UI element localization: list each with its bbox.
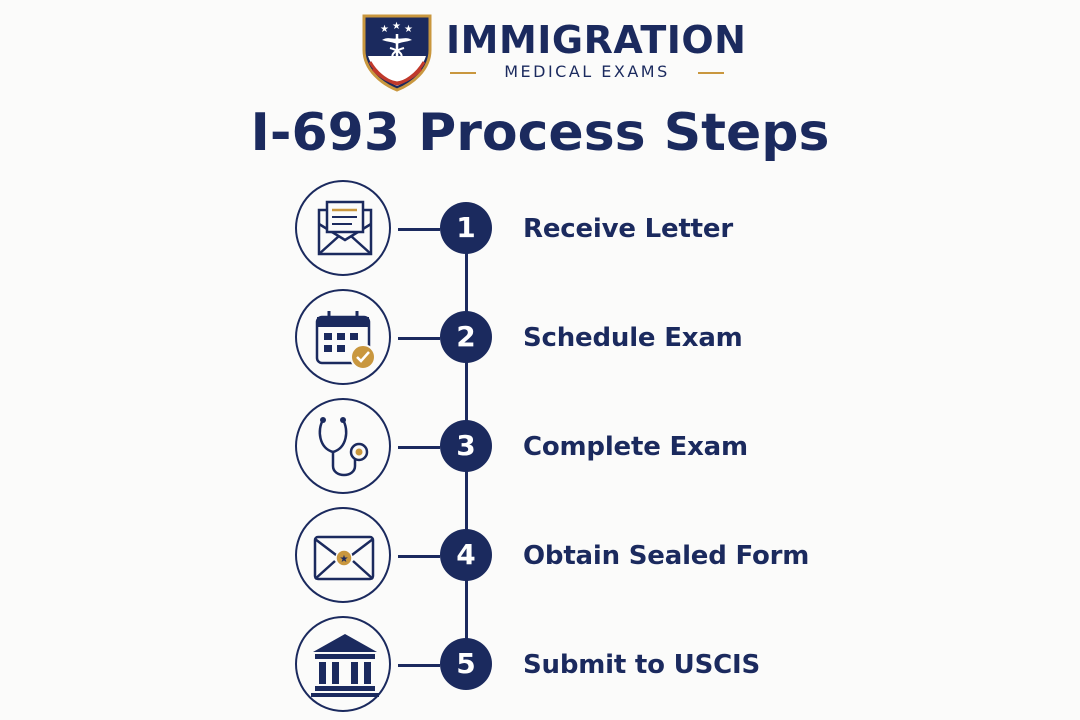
- government-building-icon: [295, 616, 391, 712]
- step-connector: [398, 555, 440, 558]
- svg-text:★: ★: [340, 554, 349, 565]
- step-label-schedule-exam: Schedule Exam: [523, 323, 743, 353]
- svg-text:★: ★: [392, 21, 401, 32]
- step-number: 5: [440, 638, 492, 690]
- step-connector: [398, 446, 440, 449]
- step-number: 1: [440, 202, 492, 254]
- stethoscope-icon: [295, 398, 391, 494]
- brand-subtitle-row: MEDICAL EXAMS: [450, 62, 724, 82]
- page-title: I-693 Process Steps: [250, 103, 830, 163]
- svg-text:★: ★: [380, 24, 389, 35]
- step-number: 2: [440, 311, 492, 363]
- step-label-submit-to-uscis: Submit to USCIS: [523, 650, 760, 680]
- svg-text:★: ★: [404, 24, 413, 35]
- brand-divider-left: [450, 72, 476, 74]
- brand-header: ★ ★ ★ IMMIGRATION MEDICAL EXAMS: [0, 0, 1080, 95]
- step-number: 4: [440, 529, 492, 581]
- step-label-receive-letter: Receive Letter: [523, 214, 733, 244]
- brand-subtitle: MEDICAL EXAMS: [504, 62, 670, 81]
- step-label-complete-exam: Complete Exam: [523, 432, 748, 462]
- brand-name: IMMIGRATION: [446, 18, 747, 62]
- step-label-obtain-sealed-form: Obtain Sealed Form: [523, 541, 810, 571]
- step-connector: [398, 228, 440, 231]
- envelope-letter-icon: [295, 180, 391, 276]
- caduceus-shield-logo-icon: ★ ★ ★: [362, 14, 432, 92]
- sealed-envelope-icon: ★: [295, 507, 391, 603]
- calendar-check-icon: [295, 289, 391, 385]
- step-connector: [398, 664, 440, 667]
- brand-divider-right: [698, 72, 724, 74]
- step-number: 3: [440, 420, 492, 472]
- step-connector: [398, 337, 440, 340]
